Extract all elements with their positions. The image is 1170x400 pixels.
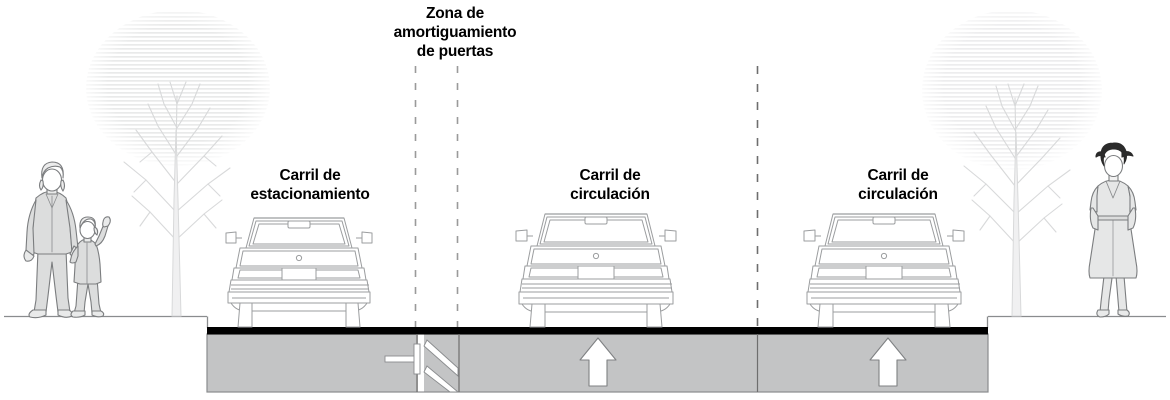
street-tree-left-branches: [123, 81, 231, 317]
travel-car-1: [515, 213, 677, 328]
break-hatch-1: [423, 339, 459, 377]
travel-arrow-2: [869, 337, 907, 387]
label-travel-lane-2: Carril de circulación: [858, 167, 938, 203]
parked-car: [225, 217, 373, 328]
tree-trunk-right: [1011, 131, 1022, 317]
pedestrian-adult: [23, 161, 81, 319]
break-band: [418, 334, 424, 392]
label-travel-lane-1: Carril de circulación: [570, 167, 650, 203]
tree-trunk-left: [171, 129, 182, 317]
guide-lines: [414, 66, 759, 392]
ground-group: [4, 315, 1166, 328]
label-buffer-zone: Zona de amortiguamiento de puertas: [393, 5, 517, 60]
break-arm-vertical: [413, 343, 421, 375]
break-hatch-2: [423, 365, 460, 393]
street-tree-left: [86, 10, 270, 166]
roadbed-section-marker: [384, 334, 460, 393]
pedestrian-adult-with-child: [23, 161, 111, 319]
tree-canopy-right: [922, 10, 1102, 170]
travel-arrow-1: [579, 337, 617, 387]
label-parking-lane: Carril de estacionamiento: [250, 167, 370, 203]
asphalt-surface: [207, 327, 988, 335]
travel-car-2: [803, 213, 965, 328]
pedestrian-child: [69, 216, 111, 318]
pedestrian-woman-right: [1088, 142, 1138, 318]
tree-canopy-left: [86, 10, 270, 166]
street-tree-right: [922, 10, 1102, 170]
